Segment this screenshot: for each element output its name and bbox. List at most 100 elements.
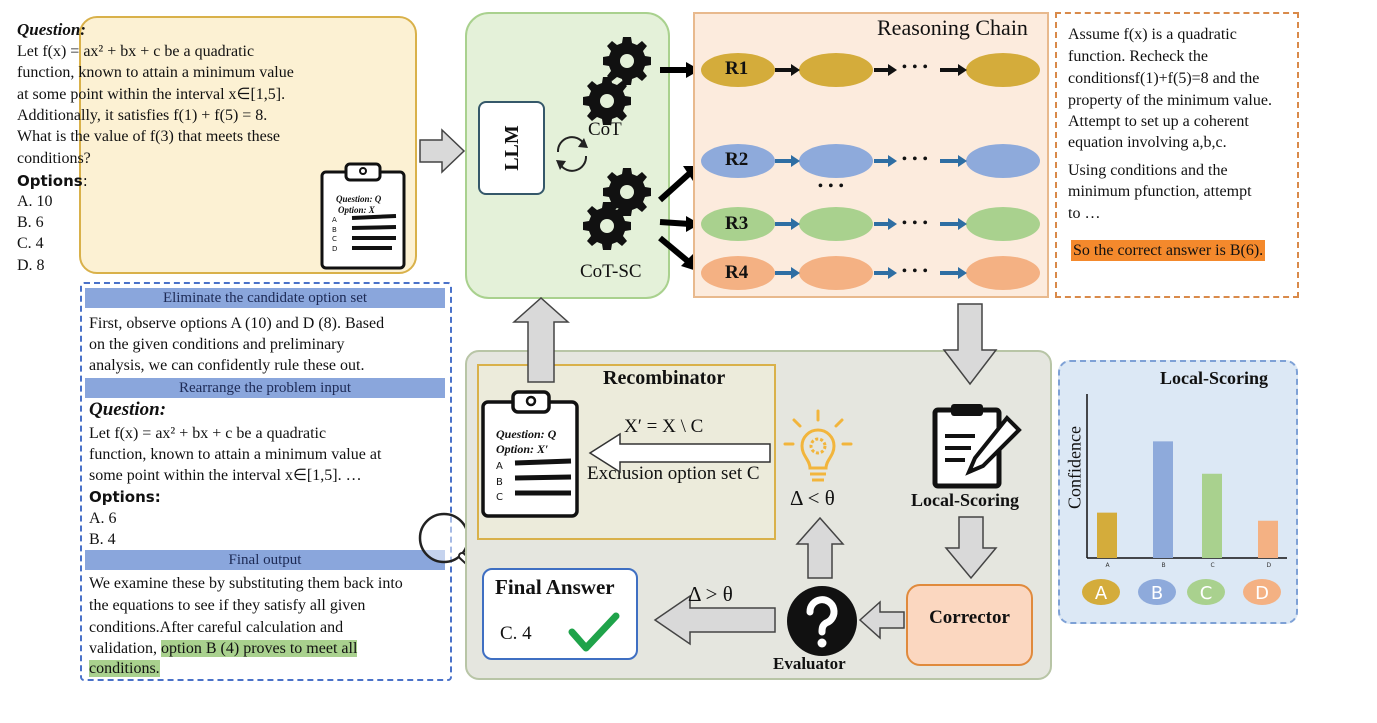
chart-legend-badge	[1082, 579, 1120, 605]
checkmark-icon	[568, 612, 620, 652]
question-line: function, known to attain a minimum valu…	[17, 64, 294, 81]
chain-arrowhead	[958, 155, 967, 167]
section-bar-rearrange: Rearrange the problem input	[85, 378, 445, 398]
cot-label: CoT	[588, 119, 622, 140]
reasoning-text-line: conditionsf(1)+f(5)=8 and the	[1068, 70, 1260, 87]
panel-text-line: Let f(x) = ax² + bx + c be a quadratic	[89, 425, 327, 442]
chart-legend-badge	[1138, 579, 1176, 605]
chain-arrowhead	[958, 218, 967, 230]
chart-tick-label: A	[1106, 562, 1111, 569]
chain-vertical-ellipsis: • • •	[818, 179, 845, 194]
local-scoring-label: Local-Scoring	[911, 490, 1019, 510]
reasoning-text-line: minimum pfunction, attempt	[1068, 183, 1252, 200]
final-highlight: option B (4) proves to meet all	[160, 640, 358, 657]
chain-ellipsis: • • •	[902, 60, 929, 75]
final-answer-title: Final Answer	[495, 575, 615, 599]
clipboard-icon	[481, 390, 579, 518]
chain-label-r3: R3	[725, 213, 749, 234]
chain-ellipsis: • • •	[902, 264, 929, 279]
question-heading: Question:	[17, 20, 86, 39]
clipboard-icon	[320, 162, 406, 270]
reasoning-text-line: Using conditions and the	[1068, 162, 1228, 179]
chain-arrowhead	[888, 64, 897, 76]
panel-text-line: function, known to attain a minimum valu…	[89, 446, 382, 463]
chain-node	[701, 53, 775, 87]
panel-text-line: conditions.After careful calculation and	[89, 619, 344, 636]
chain-ellipsis: • • •	[902, 216, 929, 231]
reasoning-text-line: equation involving a,b,c.	[1068, 134, 1227, 151]
chain-arrowhead	[791, 267, 800, 279]
option-item: C. 4	[17, 235, 44, 252]
question-line: conditions?	[17, 150, 91, 167]
chain-node	[799, 144, 873, 178]
panel-question-heading: Question:	[89, 399, 167, 420]
chain-arrowhead	[888, 218, 897, 230]
corrector-box	[906, 584, 1033, 666]
question-line: Let f(x) = ax² + bx + c be a quadratic	[17, 43, 255, 60]
panel-text-line: We examine these by substituting them ba…	[89, 575, 403, 592]
chain-arrowhead	[791, 155, 800, 167]
reasoning-panel	[80, 282, 452, 681]
llm-block	[478, 101, 545, 195]
chain-ellipsis: • • •	[902, 152, 929, 167]
panel-text-line: First, observe options A (10) and D (8).…	[89, 315, 385, 332]
question-mark-icon	[787, 586, 857, 656]
chart-legend-label: D	[1255, 583, 1269, 604]
arrow-right-icon	[419, 128, 466, 174]
final-highlight: conditions.	[89, 660, 160, 677]
question-line: What is the value of f(3) that meets the…	[17, 128, 281, 145]
clipboard-line: Option: X′	[496, 442, 549, 456]
reasoning-text-line: property of the minimum value.	[1068, 92, 1272, 109]
cycle-icon	[556, 136, 588, 172]
clipboard-line: Question: Q	[496, 427, 557, 441]
chart-bar	[1153, 441, 1173, 558]
chart-legend-label: A	[1095, 583, 1108, 604]
panel-text-line: on the given conditions and preliminary	[89, 336, 345, 353]
chart-tick-label: B	[1162, 562, 1166, 569]
chain-node	[701, 207, 775, 241]
chain-arrowhead	[958, 64, 967, 76]
chart-tick-label: D	[1267, 562, 1272, 569]
condition-less: Δ < θ	[790, 486, 835, 510]
chain-node	[966, 144, 1040, 178]
panel-text-line: conditions.	[89, 659, 160, 679]
clipboard-line: Question: Q	[336, 194, 382, 204]
condition-greater: Δ > θ	[688, 582, 733, 606]
chain-label-r1: R1	[725, 58, 749, 79]
clipboard-line: Option: X	[338, 205, 375, 215]
recombinator-title: Recombinator	[603, 367, 726, 389]
final-answer-value: C. 4	[500, 623, 532, 644]
panel-text-line: validation, option B (4) proves to meet …	[89, 640, 358, 657]
section-bar-final: Final output	[85, 550, 445, 570]
reasoning-text-line: to …	[1068, 205, 1101, 222]
chain-node	[966, 207, 1040, 241]
chart-legend-label: B	[1151, 583, 1163, 604]
reasoning-text-box	[1055, 12, 1299, 298]
chart-tick-label: C	[1211, 562, 1215, 569]
panel-option-item: A. 6	[89, 510, 117, 527]
option-item: A. 10	[17, 193, 53, 210]
chain-arrowhead	[888, 155, 897, 167]
panel-option-item: B. 4	[89, 531, 116, 548]
corrector-label: Corrector	[929, 607, 1010, 628]
section-bar-eliminate: Eliminate the candidate option set	[85, 288, 445, 308]
chain-node	[799, 256, 873, 290]
chain-node	[799, 53, 873, 87]
chain-node	[966, 256, 1040, 290]
chart-bar	[1202, 473, 1222, 558]
chain-label-r4: R4	[725, 262, 749, 283]
lightbulb-icon	[783, 409, 853, 482]
question-line: Additionally, it satisfies f(1) + f(5) =…	[17, 107, 268, 124]
panel-text-line: analysis, we can confidently rule these …	[89, 357, 365, 374]
options-label: Options:	[17, 172, 88, 190]
chain-node	[701, 256, 775, 290]
chain-arrowhead	[958, 267, 967, 279]
scoring-clipboard-icon	[932, 404, 1022, 489]
reasoning-text-line: Attempt to set up a coherent	[1068, 113, 1249, 130]
reasoning-text-line: Assume f(x) is a quadratic	[1068, 26, 1237, 43]
chain-node	[799, 207, 873, 241]
